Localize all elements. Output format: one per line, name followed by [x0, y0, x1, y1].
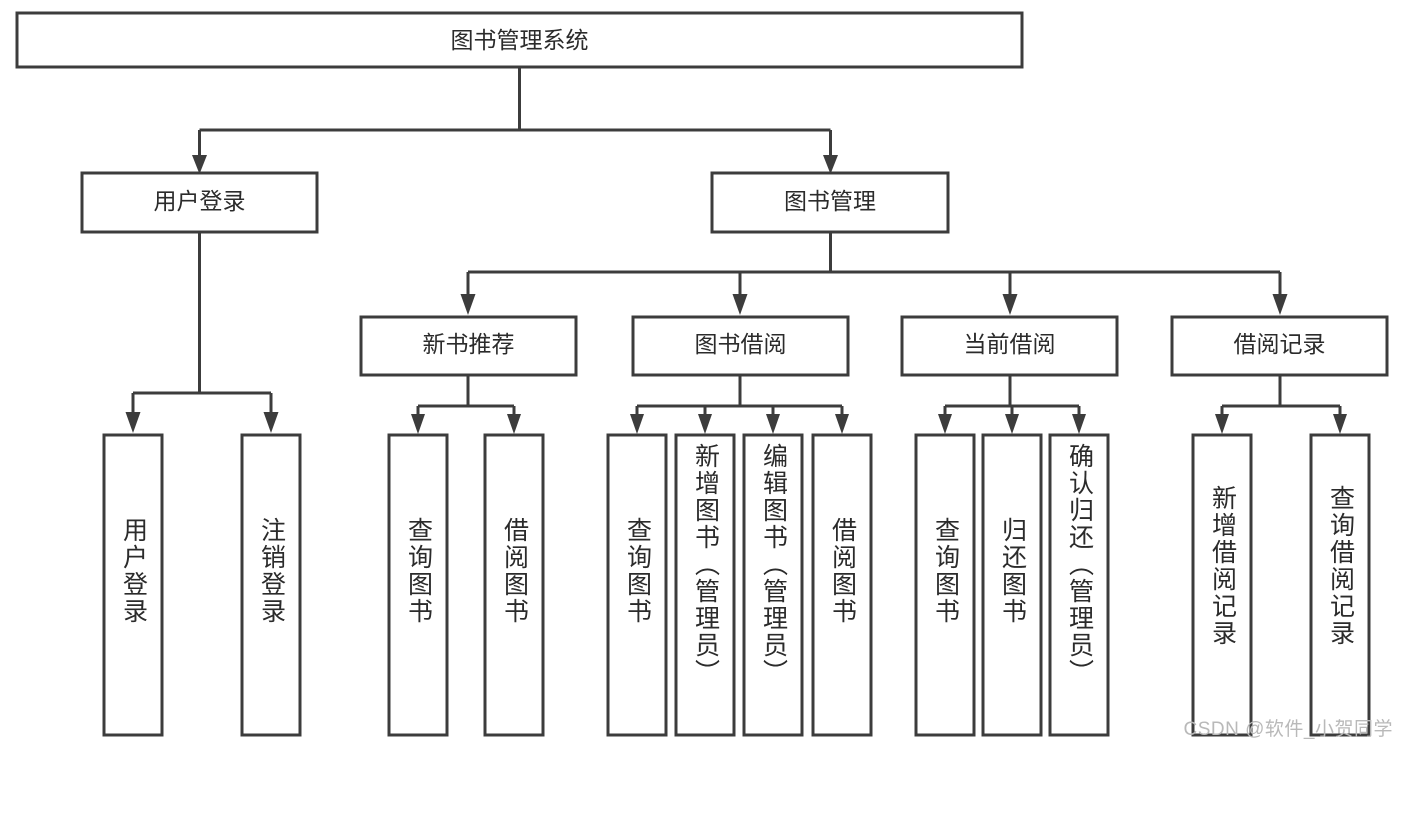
arrow-head-icon — [411, 414, 425, 434]
arrow-head-icon — [1333, 414, 1347, 434]
node-label-borrow-record: 借阅记录 — [1234, 331, 1326, 357]
node-box-user-login[interactable] — [80, 171, 319, 234]
node-box-current-borrow[interactable] — [900, 315, 1119, 377]
node-box-leaf-borrow-book-1[interactable] — [483, 433, 545, 737]
node-box-book-borrow[interactable] — [631, 315, 850, 377]
arrow-head-icon — [630, 414, 644, 434]
arrow-head-icon — [460, 294, 476, 315]
node-box-leaf-user-login[interactable] — [102, 433, 164, 737]
node-box-leaf-borrow-book-2[interactable] — [811, 433, 873, 737]
node-box-leaf-query-book-3[interactable] — [914, 433, 976, 737]
arrow-head-icon — [1005, 414, 1019, 434]
arrow-head-icon — [938, 414, 952, 434]
node-label-new-book-recommend: 新书推荐 — [423, 331, 515, 357]
node-box-leaf-confirm-return[interactable] — [1048, 433, 1110, 737]
node-box-root[interactable] — [15, 11, 1024, 69]
arrow-head-icon — [1002, 294, 1018, 315]
node-box-leaf-query-book-2[interactable] — [606, 433, 668, 737]
watermark-label: CSDN @软件_小贺同学 — [1183, 719, 1393, 740]
node-label-current-borrow: 当前借阅 — [964, 331, 1056, 357]
arrow-head-icon — [732, 294, 748, 315]
node-box-leaf-return-book[interactable] — [981, 433, 1043, 737]
node-box-leaf-query-book-1[interactable] — [387, 433, 449, 737]
arrow-head-icon — [192, 155, 207, 174]
arrow-head-icon — [835, 414, 849, 434]
arrow-head-icon — [766, 414, 780, 434]
node-box-leaf-add-book[interactable] — [674, 433, 736, 737]
flowchart-canvas: 图书管理系统 用户登录 图书管理 新书推荐 图书借阅 当前借阅 借阅记录 用户登… — [15, 11, 1393, 740]
node-label-book-borrow: 图书借阅 — [695, 331, 787, 357]
arrow-head-icon — [263, 412, 279, 433]
arrow-head-icon — [698, 414, 712, 434]
arrow-head-icon — [1072, 414, 1086, 434]
node-label-book-manage: 图书管理 — [784, 188, 876, 214]
node-label-user-login: 用户登录 — [154, 188, 246, 214]
arrow-head-icon — [1272, 294, 1288, 315]
node-box-borrow-record[interactable] — [1170, 315, 1389, 377]
node-box-leaf-edit-book[interactable] — [742, 433, 804, 737]
flowchart-svg: 图书管理系统 用户登录 图书管理 新书推荐 图书借阅 当前借阅 借阅记录 — [15, 11, 1389, 737]
node-box-book-manage[interactable] — [710, 171, 950, 234]
node-box-leaf-add-record[interactable] — [1191, 433, 1253, 737]
arrow-head-icon — [125, 412, 141, 433]
arrow-head-icon — [823, 155, 838, 174]
arrow-head-icon — [1215, 414, 1229, 434]
arrow-head-icon — [507, 414, 521, 434]
node-box-leaf-user-logout[interactable] — [240, 433, 302, 737]
node-box-new-book-recommend[interactable] — [359, 315, 578, 377]
node-label-root: 图书管理系统 — [451, 27, 589, 53]
node-box-leaf-query-record[interactable] — [1309, 433, 1371, 737]
